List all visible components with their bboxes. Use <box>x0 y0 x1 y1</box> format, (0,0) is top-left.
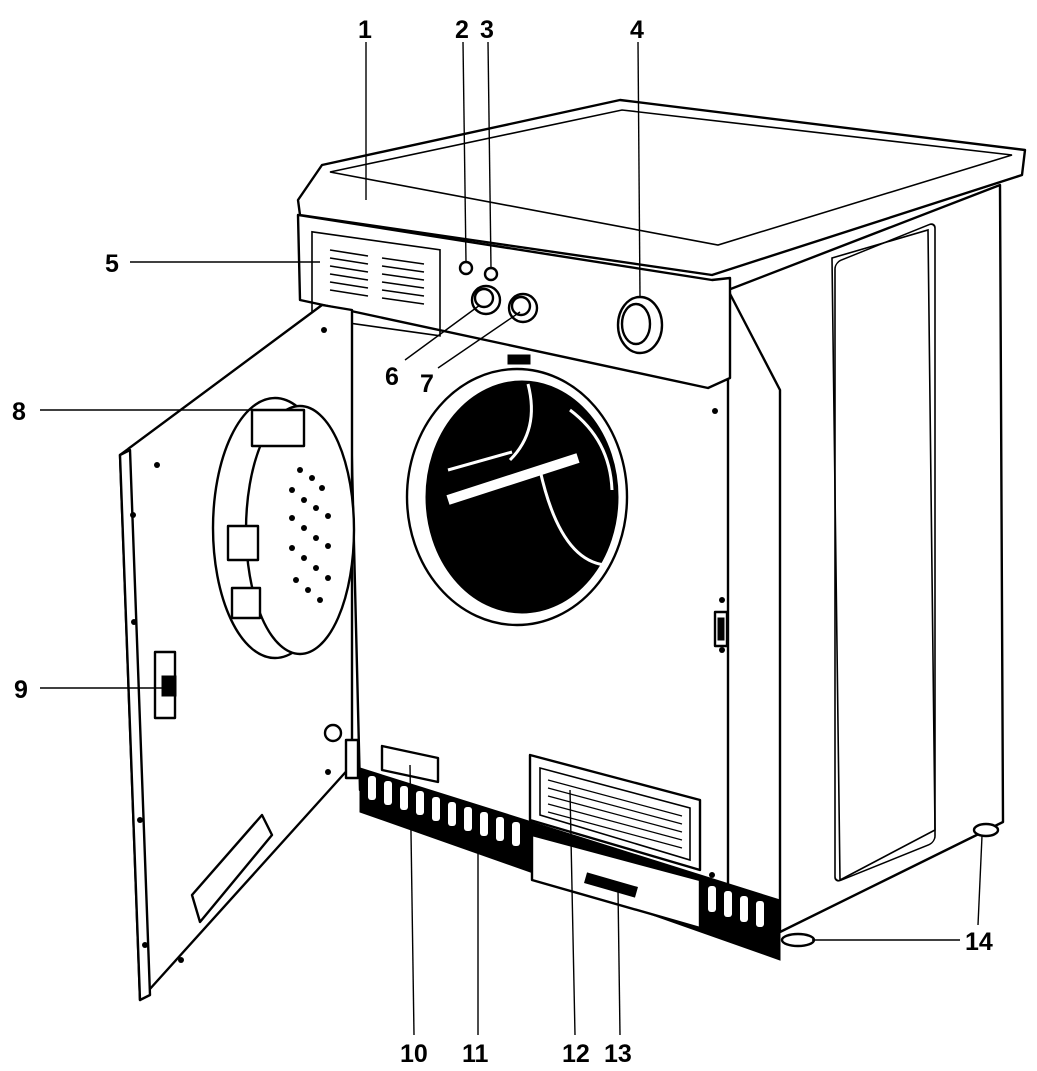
door-handle-recess <box>190 813 274 924</box>
leader-4 <box>637 41 641 298</box>
fluff-filter <box>211 396 356 660</box>
side-panel-inset <box>831 228 936 882</box>
drum-opening <box>405 354 629 627</box>
indicator-light-3 <box>483 266 499 282</box>
callout-3: 3 <box>480 16 494 44</box>
leader-2 <box>462 41 467 263</box>
callout-6: 6 <box>385 363 399 391</box>
worktop-front-lip <box>299 174 1023 276</box>
rating-label <box>380 744 440 784</box>
foot-rear <box>972 822 1000 838</box>
foot-front <box>780 932 816 948</box>
callout-4: 4 <box>630 16 644 44</box>
callout-11: 11 <box>462 1040 489 1068</box>
leader-7 <box>437 311 521 369</box>
callout-10: 10 <box>400 1040 428 1068</box>
door-hinge-bracket <box>344 738 360 780</box>
knob-6 <box>470 284 502 316</box>
leader-3 <box>487 41 492 269</box>
indicator-light-2 <box>458 260 474 276</box>
leader-6 <box>404 304 481 361</box>
door-catch <box>153 650 177 720</box>
door <box>118 303 725 1002</box>
leader-10 <box>409 764 415 1036</box>
callout-numbers: 1 2 3 4 5 6 7 8 9 10 11 12 13 14 <box>12 16 993 1068</box>
callout-7: 7 <box>420 370 434 398</box>
leader-12 <box>569 789 576 1036</box>
leader-lines <box>40 41 983 1036</box>
leader-13 <box>617 889 621 1036</box>
callout-5: 5 <box>105 250 119 278</box>
control-panel-vent <box>311 230 441 337</box>
callout-13: 13 <box>604 1040 632 1068</box>
water-container <box>530 833 702 930</box>
worktop-top-edge <box>329 109 1013 246</box>
callout-14: 14 <box>965 928 993 956</box>
side-panel <box>726 183 1005 934</box>
callout-1: 1 <box>358 16 372 44</box>
start-button <box>616 295 664 355</box>
door-edge <box>118 448 152 1002</box>
cabinet <box>296 98 1027 961</box>
knob-7 <box>507 292 539 324</box>
callout-12: 12 <box>562 1040 590 1068</box>
callout-2: 2 <box>455 16 469 44</box>
door-hinge <box>323 723 343 743</box>
callout-8: 8 <box>12 398 26 426</box>
leader-14b <box>977 835 983 926</box>
callout-9: 9 <box>14 676 28 704</box>
